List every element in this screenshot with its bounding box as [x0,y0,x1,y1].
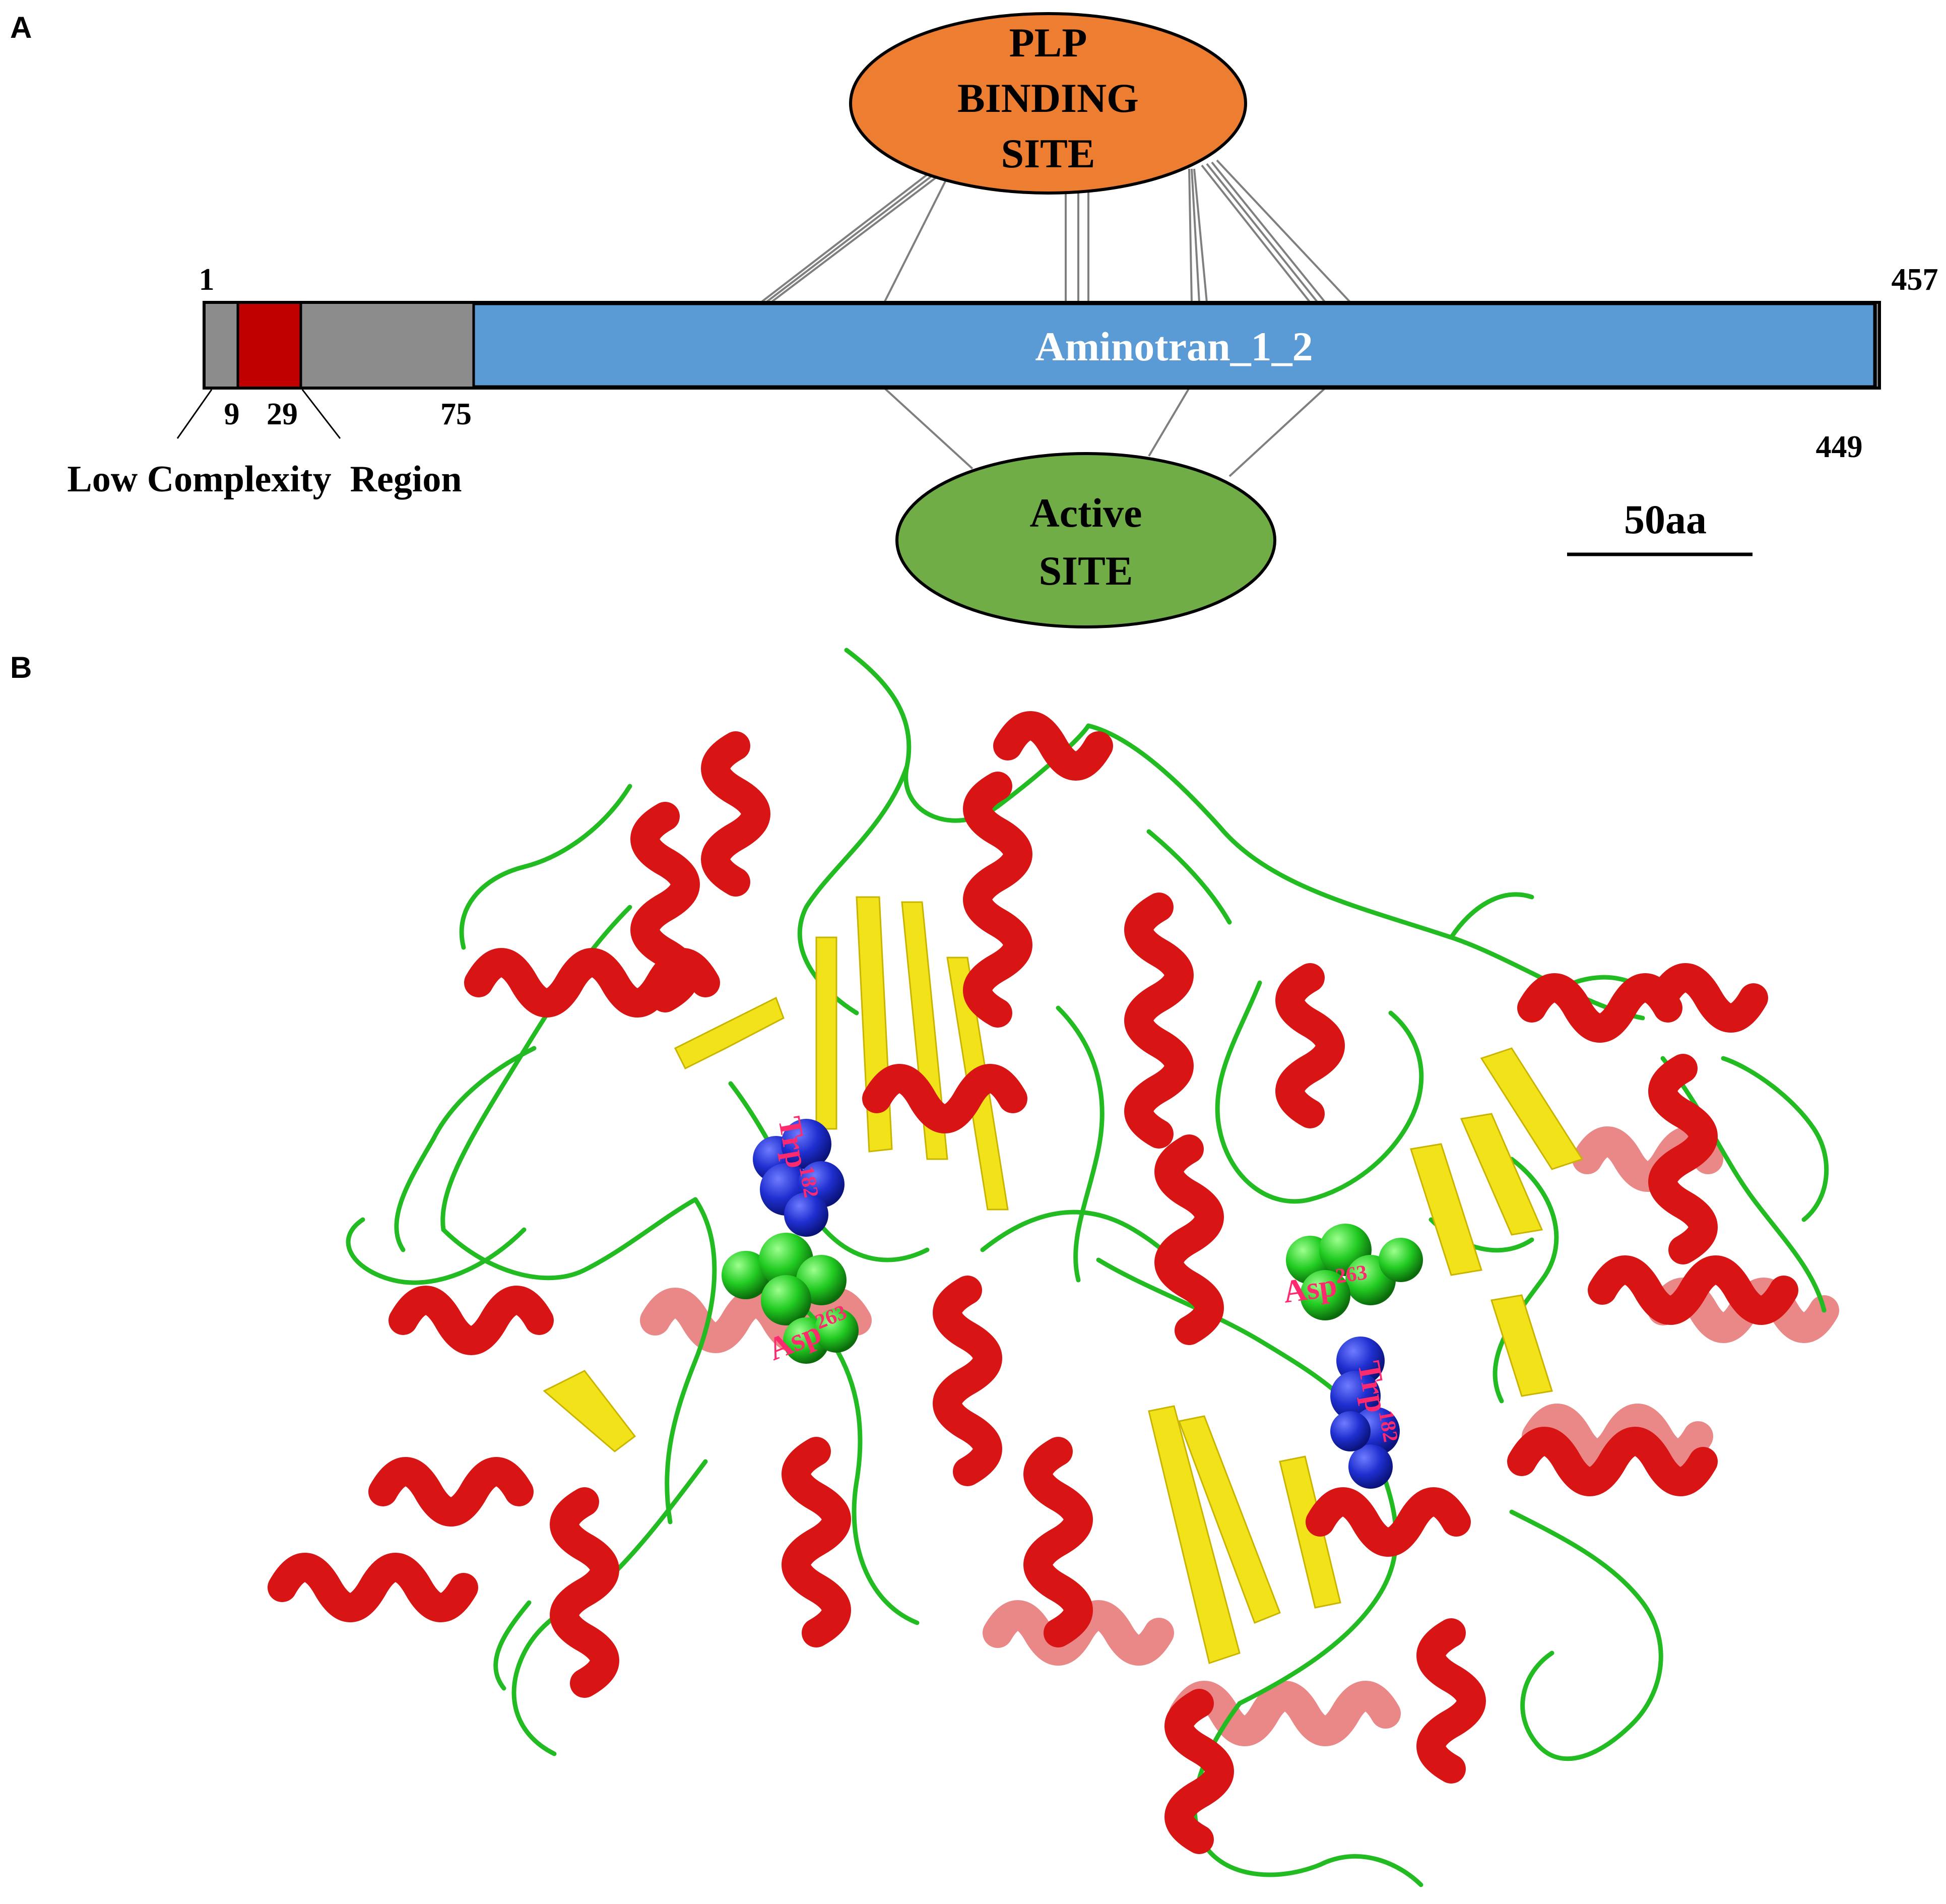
active-line-1: Active [1029,490,1142,536]
trp182-left-spheres [753,1119,845,1237]
tick-29: 29 [267,397,298,431]
plp-line-2: BINDING [957,75,1139,121]
label-trp182-left: Trp182 [771,1114,823,1202]
scale-label: 50aa [1624,496,1707,542]
domain-map: Aminotran_1_2 1 457 9 29 75 449 Low Comp… [67,12,1938,628]
alpha-helices [268,711,1798,1854]
protein-structure: Trp182 Asp263 Asp263 Trp182 [268,648,1839,1887]
label-trp182-right: Trp182 [1351,1358,1402,1446]
active-line-2: SITE [1039,548,1133,594]
lcr-pointer-right [301,389,341,439]
asp263-right-spheres [1286,1224,1423,1320]
label-asp263-right: Asp263 [1281,1261,1371,1310]
tick-75: 75 [440,397,472,431]
panel-b-label: B [10,651,32,684]
end-position: 457 [1892,263,1938,297]
plp-line-1: PLP [1009,20,1087,66]
plp-connector-lines [760,159,1351,303]
lcr-pointer-left [176,389,213,439]
active-connector-lines [883,387,1326,477]
plp-binding-site [849,12,1247,195]
low-complexity-label: Low Complexity Region [67,459,462,500]
trp182-right-spheres [1330,1337,1400,1489]
tick-449: 449 [1816,430,1863,464]
aminotran-domain [472,302,1876,388]
plp-line-3: SITE [1001,131,1095,176]
active-site [895,452,1276,628]
start-position: 1 [199,263,215,297]
tick-9: 9 [224,397,240,431]
asp263-left-spheres [722,1233,859,1364]
panel-a-label: A [10,11,32,44]
domain-name: Aminotran_1_2 [1035,324,1313,369]
low-complexity-region [238,304,301,387]
